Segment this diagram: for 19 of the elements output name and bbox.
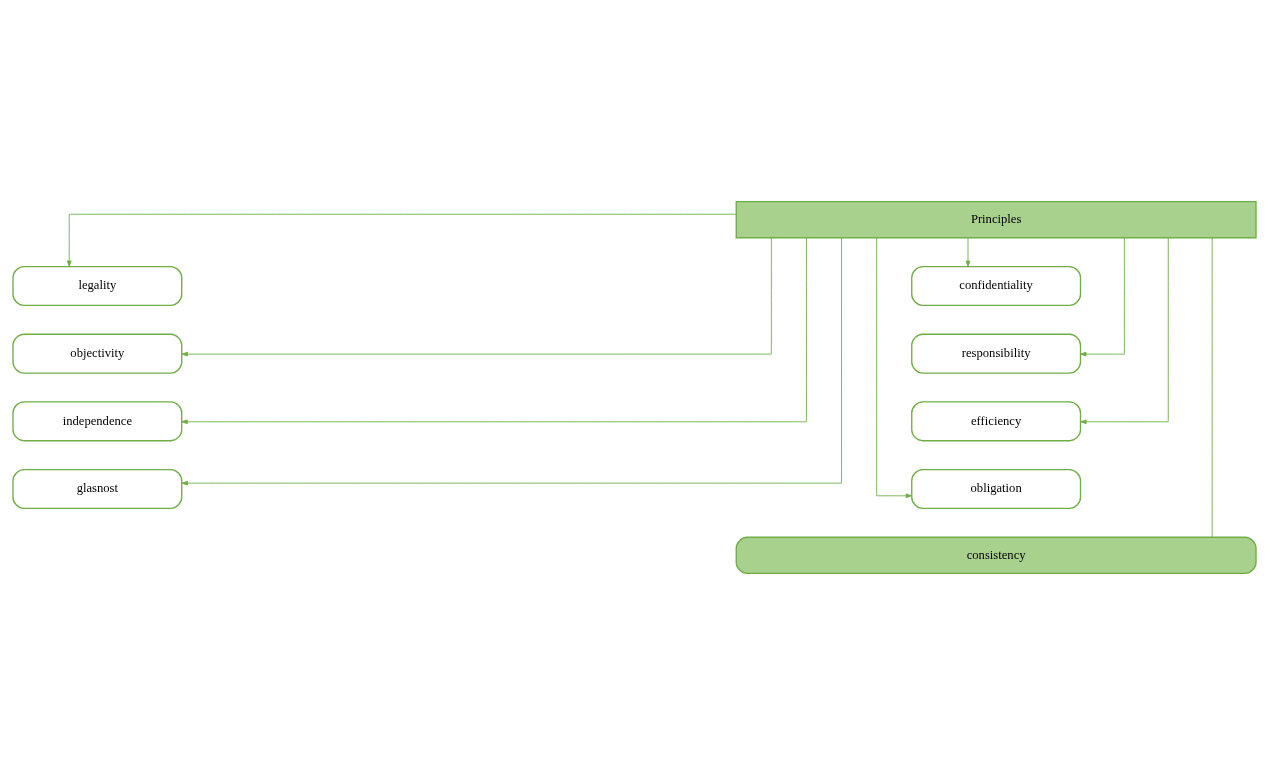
arrow <box>181 237 842 486</box>
node-box: responsibility <box>911 333 1082 374</box>
node-box: efficiency <box>911 401 1082 442</box>
arrow <box>181 237 807 425</box>
node-box: legality <box>12 265 183 307</box>
node-box: Principles <box>735 200 1257 239</box>
arrow <box>876 237 912 499</box>
arrow <box>181 237 772 357</box>
node-box: confidentiality <box>911 265 1082 307</box>
node-box: consistency <box>735 536 1257 575</box>
arrow <box>1080 237 1125 357</box>
node-box: objectivity <box>12 333 183 374</box>
arrow <box>1080 237 1169 425</box>
arrow <box>66 213 737 267</box>
node-box: glasnost <box>12 468 183 510</box>
connector <box>1211 237 1213 538</box>
arrow <box>965 237 971 267</box>
node-box: independence <box>12 401 183 442</box>
node-box: obligation <box>911 468 1082 510</box>
